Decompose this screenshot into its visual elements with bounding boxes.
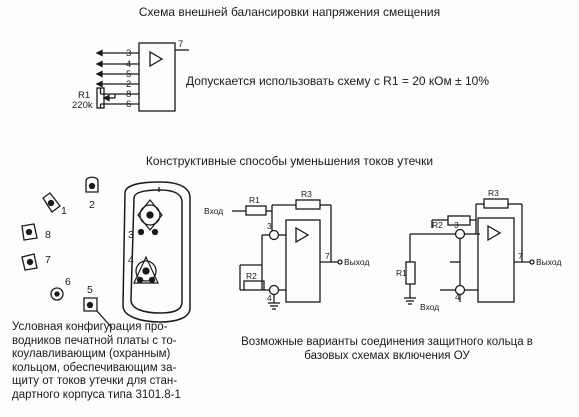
circuit-b-guard-node <box>454 228 466 240</box>
offset-schematic <box>95 42 189 112</box>
offset-pin-2: 2 <box>126 79 131 90</box>
circuit-a-output-label: Выход <box>344 257 369 267</box>
pcb-caption-line: дартного корпуса типа 3101.8-1 <box>12 388 181 401</box>
circuit-b-pin7: 7 <box>518 251 523 261</box>
guard-pad-label-4: 4 <box>128 254 134 266</box>
pcb-caption-line: водников печатной платы с то- <box>12 334 177 347</box>
pcb-outer-pads <box>21 176 113 329</box>
pad-label-6: 6 <box>65 276 71 288</box>
circuit-b-triangle-icon <box>487 224 502 242</box>
circuit-a-opamp <box>285 219 321 303</box>
leakage-reduction-title: Конструктивные способы уменьшения токов … <box>145 154 434 168</box>
circuits-caption-line: базовых схемах включения ОУ <box>304 349 470 362</box>
circuit-a-pin4: 4 <box>267 293 272 303</box>
circuit-a-r1 <box>245 205 267 216</box>
pcb-caption-line: кольцом, обеспечивающим за- <box>12 361 177 374</box>
pad-label-8: 8 <box>45 229 51 241</box>
circuits-caption-line: Возможные варианты соединения защитного … <box>241 336 533 348</box>
pad-label-7: 7 <box>45 254 51 266</box>
pcb-caption-line: Условная конфигурация про- <box>12 321 168 333</box>
circuit-b-output-label: Выход <box>536 257 561 267</box>
pad-label-2: 2 <box>89 199 95 211</box>
circuit-a-r1-label: R1 <box>249 195 260 205</box>
circuit-b-r3-label: R3 <box>488 188 499 198</box>
circuit-a-pin3: 3 <box>267 221 272 231</box>
pad-label-5: 5 <box>87 284 93 296</box>
offset-resistor-note: Допускается использовать схему с R1 = 20… <box>186 74 489 88</box>
pcb-guard-ring <box>122 181 191 323</box>
opamp-block <box>138 42 176 112</box>
circuit-a-r3-label: R3 <box>301 189 312 199</box>
circuit-b-r1 <box>405 261 416 285</box>
pad-label-1: 1 <box>61 205 67 217</box>
circuit-b-pin3: 3 <box>454 220 459 230</box>
circuit-a-triangle-icon <box>295 226 310 244</box>
circuit-a-r2-label: R2 <box>246 271 257 281</box>
circuit-a-r3 <box>295 199 321 210</box>
pcb-caption-line: коулавливающим (охранным) <box>12 348 171 360</box>
circuits-caption: Возможные варианты соединения защитного … <box>222 336 552 363</box>
offset-pin-7: 7 <box>178 39 183 50</box>
circuit-b-pin4: 4 <box>455 292 460 302</box>
circuit-a-input-label: Вход <box>204 206 223 216</box>
offset-balancing-title: Схема внешней балансировки напряжения см… <box>138 5 441 19</box>
offset-resistor-value: 220k <box>72 100 93 111</box>
circuit-a <box>232 199 343 310</box>
circuit-b-r2-label: R2 <box>432 220 443 230</box>
circuit-a-pin7: 7 <box>325 251 330 261</box>
offset-pin-3: 3 <box>126 48 131 59</box>
circuit-a-guard-node <box>268 229 280 241</box>
offset-pin-5: 5 <box>126 69 131 80</box>
opamp-triangle-icon <box>149 50 164 68</box>
offset-pin-8: 8 <box>126 89 131 100</box>
circuit-b-r2 <box>447 215 471 226</box>
circuit-b-r3 <box>483 198 509 209</box>
circuit-b-opamp <box>477 217 515 303</box>
circuit-b <box>404 198 535 305</box>
pcb-caption-line: щиту от токов утечки для стан- <box>12 375 178 387</box>
offset-pin-4: 4 <box>126 59 131 70</box>
offset-resistor-label: R1 <box>78 90 90 101</box>
circuit-b-r1-label: R1 <box>396 268 407 278</box>
circuit-b-input-label: Вход <box>420 302 439 312</box>
pcb-caption: Условная конфигурация про- водников печа… <box>12 321 181 402</box>
offset-pin-6: 6 <box>126 99 131 110</box>
guard-pad-label-3: 3 <box>128 229 134 241</box>
circuit-a-r2 <box>243 280 265 291</box>
